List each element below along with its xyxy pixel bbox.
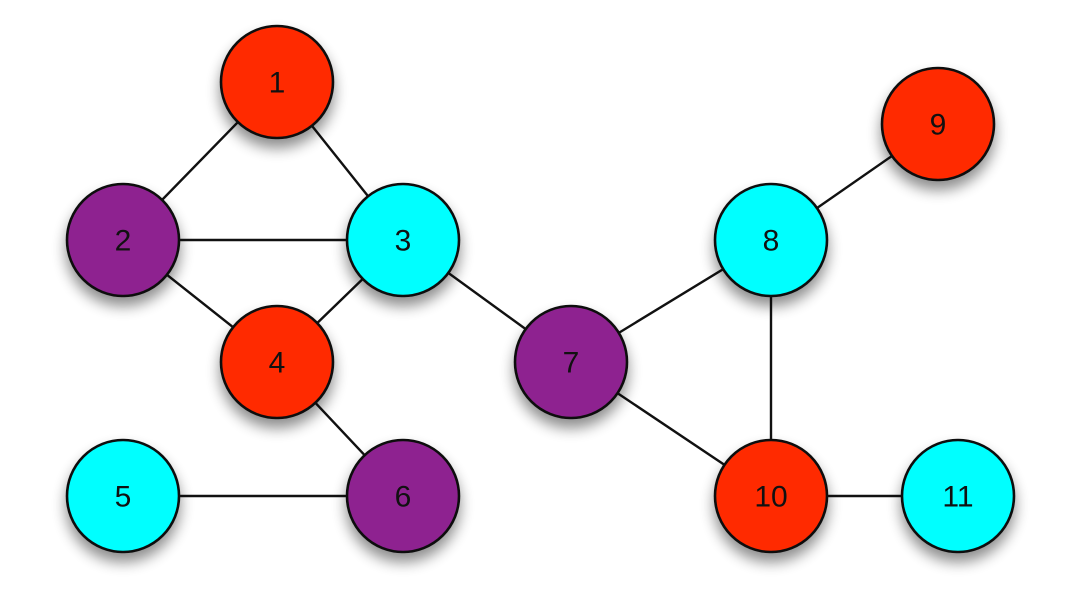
node-5: 5 xyxy=(65,438,181,554)
node-label-7: 7 xyxy=(563,347,580,380)
edges-layer xyxy=(121,80,960,498)
node-label-11: 11 xyxy=(942,481,973,514)
node-label-9: 9 xyxy=(930,109,947,142)
node-label-2: 2 xyxy=(115,225,132,258)
node-circle-5 xyxy=(65,438,181,554)
node-circle-4 xyxy=(219,304,335,420)
node-4: 4 xyxy=(219,304,335,420)
node-8: 8 xyxy=(713,182,829,298)
node-11: 11 xyxy=(900,438,1016,554)
node-circle-1 xyxy=(219,24,335,140)
nodes-layer: 1 2 3 4 5 6 7 8 9 10 11 xyxy=(65,24,1016,554)
node-circle-7 xyxy=(513,304,629,420)
node-6: 6 xyxy=(345,438,461,554)
node-circle-10 xyxy=(713,438,829,554)
node-label-1: 1 xyxy=(269,67,286,100)
node-7: 7 xyxy=(513,304,629,420)
node-2: 2 xyxy=(65,182,181,298)
node-label-3: 3 xyxy=(395,225,412,258)
node-3: 3 xyxy=(345,182,461,298)
node-circle-3 xyxy=(345,182,461,298)
node-label-8: 8 xyxy=(763,225,780,258)
node-label-6: 6 xyxy=(395,481,412,514)
node-label-5: 5 xyxy=(115,481,132,514)
node-9: 9 xyxy=(880,66,996,182)
node-label-10: 10 xyxy=(754,481,787,514)
node-circle-2 xyxy=(65,182,181,298)
node-circle-8 xyxy=(713,182,829,298)
node-1: 1 xyxy=(219,24,335,140)
node-label-4: 4 xyxy=(269,347,286,380)
node-circle-6 xyxy=(345,438,461,554)
node-circle-9 xyxy=(880,66,996,182)
node-circle-11 xyxy=(900,438,1016,554)
node-10: 10 xyxy=(713,438,829,554)
